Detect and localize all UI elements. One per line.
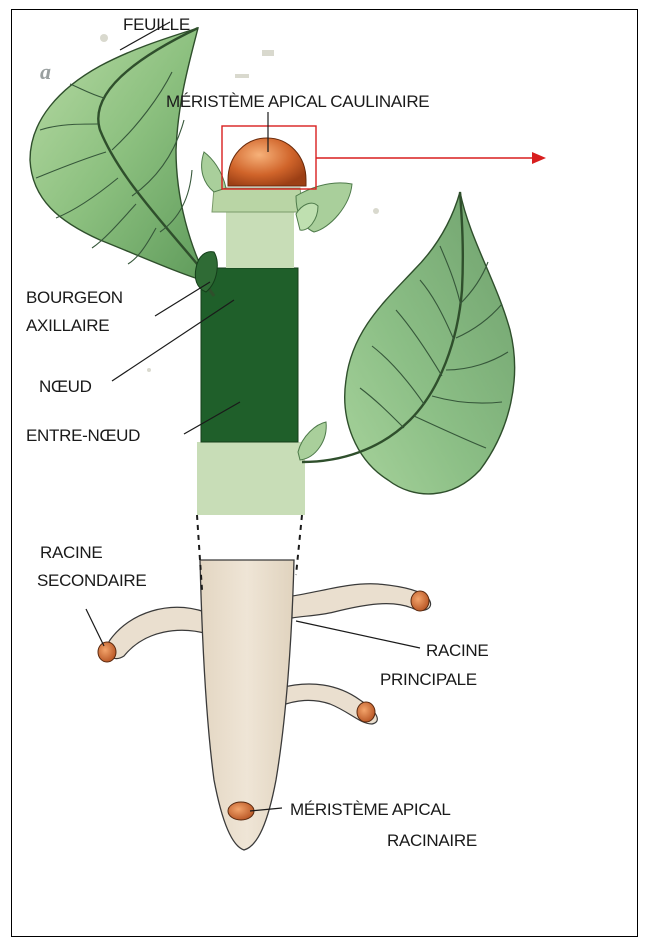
label-feuille: FEUILLE [123,15,190,34]
shoot-apical-meristem [228,138,306,186]
label-racine-secondaire-1: RACINE [40,543,102,562]
label-meristeme-caulinaire: MÉRISTÈME APICAL CAULINAIRE [166,92,429,111]
label-racine-principale-2: PRINCIPALE [380,670,477,689]
meristem-arrow [316,152,546,164]
label-entre-noeud: ENTRE-NŒUD [26,426,140,445]
label-meristeme-racinaire-1: MÉRISTÈME APICAL [290,800,451,819]
panel-letter: a [40,59,51,84]
label-bourgeon: BOURGEON [26,288,123,307]
label-racine-secondaire-2: SECONDAIRE [37,571,146,590]
label-racine-principale-1: RACINE [426,641,488,660]
label-noeud: NŒUD [39,377,92,396]
label-meristeme-racinaire-2: RACINAIRE [387,831,477,850]
left-leaf [30,28,217,296]
right-leaf [302,192,515,494]
label-axillaire: AXILLAIRE [26,316,109,335]
